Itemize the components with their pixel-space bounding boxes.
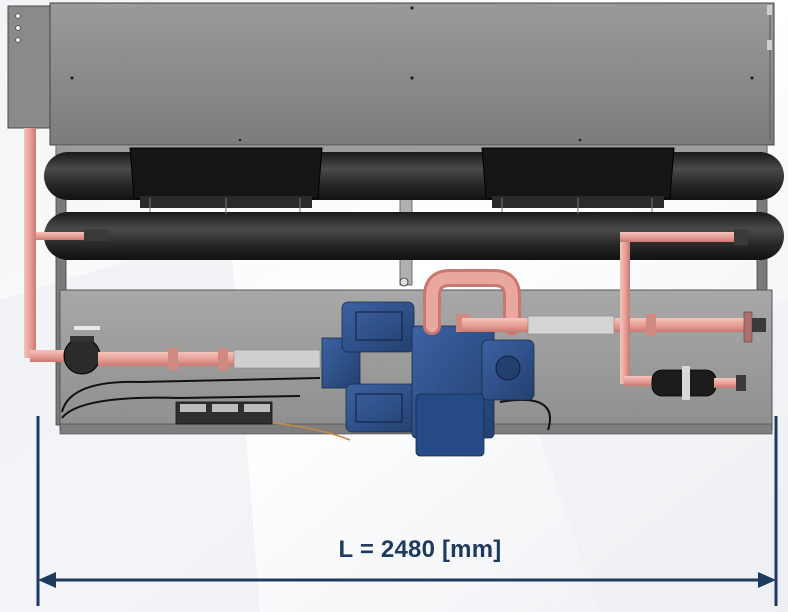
panel-indicator-icon [15, 25, 21, 31]
refrigerant-pipe-right [620, 229, 748, 386]
fan-icon [129, 147, 323, 214]
filter-drier [651, 366, 746, 400]
suction-line [98, 348, 321, 370]
discharge-pipe [423, 269, 521, 335]
fan-icon [481, 147, 675, 214]
refrigerant-pipe-left [24, 128, 108, 362]
contactors [175, 401, 273, 425]
panel-indicator-icon [15, 37, 21, 43]
panel-indicator-icon [15, 13, 21, 19]
dimension-arrow-icon [36, 416, 778, 606]
liquid-line [462, 311, 766, 343]
top-housing-panel [49, 2, 775, 146]
dimension-label: L = 2480 [mm] [338, 536, 502, 563]
electrical-box [7, 5, 51, 129]
